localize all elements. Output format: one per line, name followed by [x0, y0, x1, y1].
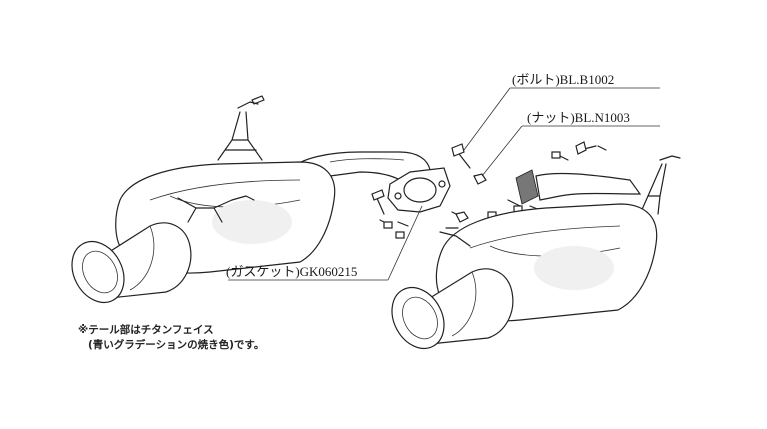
titanium-note-line2: (青いグラデーションの焼き色)です。 [88, 339, 265, 351]
center-nut [451, 211, 469, 223]
bolt-leader-line [463, 87, 511, 151]
gasket [387, 167, 451, 213]
left-tail-tip [71, 222, 192, 304]
right-flange [487, 169, 541, 219]
left-rear-bracket [177, 195, 255, 223]
titanium-note: ※テール部はチタンフェイス (青いグラデーションの焼き色)です。 [78, 323, 264, 353]
nut-leader-line [481, 125, 523, 177]
right-side-bracket [439, 227, 471, 247]
right-pipe [535, 172, 642, 201]
gasket-callout-label: (ガスケット)GK060215 [226, 264, 357, 279]
right-muffler-assembly [391, 141, 681, 350]
right-top-bolts [551, 141, 607, 161]
bolt-callout-label: (ボルト)BL.B1002 [512, 72, 614, 87]
right-bolt [451, 143, 471, 169]
left-muffler-assembly [71, 95, 433, 304]
center-flange-hardware [371, 167, 469, 239]
nut-callout-label: (ナット)BL.N1003 [527, 110, 630, 125]
gasket-leader-line [387, 205, 423, 281]
titanium-note-line1: ※テール部はチタンフェイス [78, 324, 214, 336]
right-tail-tip [391, 268, 514, 350]
right-hanger-bracket [639, 155, 681, 215]
left-hanger-bracket [217, 95, 265, 161]
center-bolts [371, 189, 409, 239]
callout-leaders [228, 87, 660, 281]
right-nut [473, 173, 487, 185]
